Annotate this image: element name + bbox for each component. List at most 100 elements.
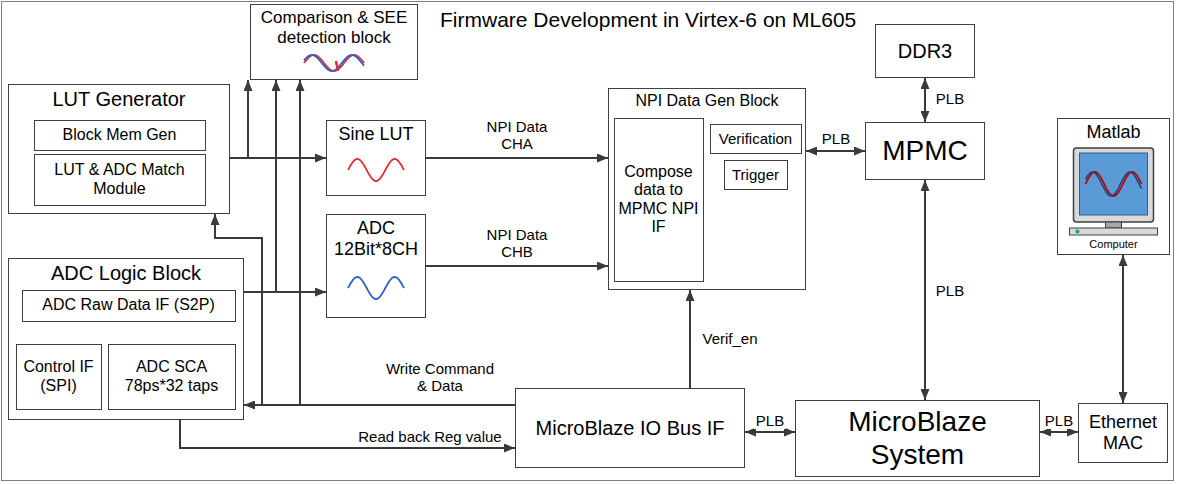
block-label: Comparison & SEE detection block [255, 8, 413, 47]
block-sublabel: Computer [1058, 238, 1169, 251]
block-label: MPMC [882, 135, 968, 167]
connector-label: PLB [820, 130, 852, 147]
container-box: LUT GeneratorBlock Mem GenLUT & ADC Matc… [8, 84, 230, 214]
sine-wave [1086, 172, 1142, 196]
connector-label: PLB [754, 412, 786, 429]
connector [806, 150, 865, 152]
sine-wave [1086, 172, 1142, 196]
connector-label: PLB [934, 282, 966, 299]
connector [426, 157, 608, 159]
sine-wave-icon [251, 50, 417, 76]
block-label: Verification [719, 130, 792, 147]
block-box: Trigger [724, 160, 788, 190]
computer-icon [1058, 146, 1169, 236]
block-label: Block Mem Gen [63, 126, 177, 144]
text-group: MicroBlaze System [796, 403, 1039, 473]
block-box: Comparison & SEE detection block [250, 4, 418, 80]
block-box: Control IF (SPI) [16, 344, 102, 410]
container-box: NPI Data Gen BlockCompose data to MPMC N… [608, 88, 806, 290]
text-group: Compose data to MPMC NPI IF [615, 160, 703, 240]
container-box: ADC Logic BlockADC Raw Data IF (S2P)Cont… [8, 258, 244, 420]
sine-wave [304, 55, 364, 71]
block-sublabel: 12Bit*8CH [334, 239, 418, 260]
text-group: MicroBlaze IO Bus IF [532, 414, 729, 443]
connector-label: NPI Data CHA [475, 118, 559, 153]
block-box: MicroBlaze System [795, 400, 1040, 477]
block-box: MPMC [865, 122, 985, 180]
block-box: Verification [710, 124, 802, 154]
connector [244, 80, 276, 292]
text-group: Block Mem Gen [59, 123, 181, 147]
block-label: DDR3 [898, 40, 952, 63]
power-led [1076, 230, 1080, 234]
block-label: LUT & ADC Match Module [39, 161, 201, 198]
block-label: ADC SCA 78ps*32 taps [113, 358, 231, 395]
block-box: Ethernet MAC [1078, 403, 1168, 463]
connector [215, 214, 515, 405]
connector [689, 290, 691, 388]
block-box: Sine LUT [326, 120, 426, 196]
connector-label: Read back Reg value [356, 428, 503, 445]
connector-label: Write Command & Data [379, 360, 501, 395]
block-box: ADC SCA 78ps*32 taps [108, 344, 236, 410]
block-label: Trigger [732, 166, 779, 183]
text-group: ADC12Bit*8CH [330, 215, 422, 262]
connector [1122, 255, 1124, 403]
screen [1080, 153, 1148, 215]
text-group: Verification [715, 127, 796, 150]
block-label: Compose data to MPMC NPI IF [619, 163, 699, 237]
block-box: Block Mem Gen [34, 120, 206, 151]
text-group: Comparison & SEE detection block [251, 5, 417, 50]
text-group: ADC Logic Block [47, 259, 205, 288]
connector [244, 291, 326, 293]
computer-base [1070, 228, 1158, 235]
error-mark [336, 61, 338, 71]
block-label: MicroBlaze IO Bus IF [536, 417, 725, 440]
connector-label: PLB [1043, 412, 1075, 429]
block-label: Sine LUT [338, 124, 413, 145]
block-label: LUT Generator [52, 88, 185, 111]
block-label: Control IF (SPI) [21, 358, 97, 395]
connector [230, 157, 326, 159]
text-group: DDR3 [894, 37, 956, 66]
connector-label: PLB [934, 90, 966, 107]
connector [745, 431, 795, 433]
diagram-title: Firmware Development in Virtex-6 on ML60… [440, 8, 856, 32]
text-group: Sine LUT [334, 121, 417, 148]
block-label: ADC [334, 218, 418, 239]
text-group: LUT & ADC Match Module [35, 158, 205, 201]
text-group: Control IF (SPI) [17, 355, 101, 398]
monitor [1074, 148, 1154, 222]
block-box: DDR3 [875, 24, 975, 78]
block-label: ADC Logic Block [51, 262, 201, 285]
connector-label: Verif_en [700, 330, 759, 347]
block-label: Matlab [1086, 122, 1140, 143]
block-label: NPI Data Gen Block [635, 92, 778, 110]
text-group: ADC SCA 78ps*32 taps [109, 355, 235, 398]
connector-label: NPI Data CHB [475, 226, 559, 261]
sine-wave [348, 277, 404, 299]
text-group: LUT Generator [48, 85, 189, 114]
connector [180, 420, 515, 448]
connector [924, 78, 926, 122]
connector [1040, 431, 1078, 433]
block-label: MicroBlaze System [800, 406, 1035, 470]
text-group: MPMC [878, 132, 972, 170]
block-box: ADC12Bit*8CH [326, 214, 426, 318]
monitor-stand [1106, 222, 1122, 228]
block-label: Ethernet MAC [1083, 412, 1163, 453]
block-box: MatlabComputer [1057, 118, 1170, 255]
sine-wave [348, 159, 404, 181]
sine-wave-icon [327, 262, 425, 314]
sine-wave [304, 55, 364, 71]
text-group: Ethernet MAC [1079, 409, 1167, 456]
text-group: Matlab [1082, 119, 1144, 146]
block-box: MicroBlaze IO Bus IF [515, 388, 745, 468]
block-box: LUT & ADC Match Module [34, 154, 206, 206]
block-box: Compose data to MPMC NPI IF [614, 118, 704, 282]
sine-wave-icon [327, 148, 425, 192]
connector [230, 80, 248, 158]
text-group: Trigger [728, 163, 783, 186]
connector [924, 180, 926, 400]
